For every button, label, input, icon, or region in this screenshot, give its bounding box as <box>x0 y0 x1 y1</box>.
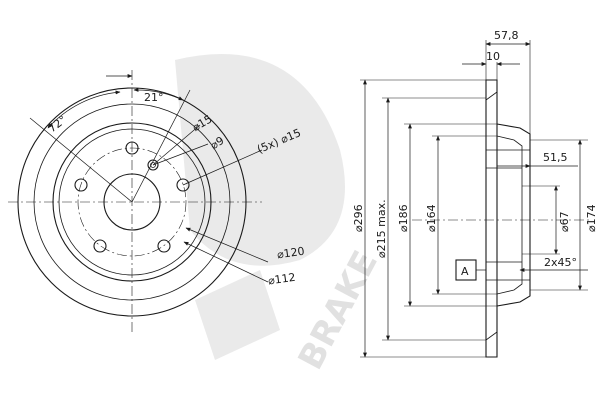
dia-9-leader <box>152 143 209 166</box>
bolt-hole <box>157 239 171 253</box>
angle-21-ray <box>131 89 191 203</box>
dia-112-leader <box>183 241 269 283</box>
friction-ring-inner-edge <box>33 103 231 301</box>
dia-186-label: ⌀186 <box>397 204 410 232</box>
angle-21-label: 21° <box>144 91 164 104</box>
dia-164-label: ⌀164 <box>425 204 438 232</box>
dia-15-leader <box>152 124 201 166</box>
bolt-hole <box>176 178 190 192</box>
dia-120-leader <box>185 227 269 263</box>
angle-72-label: 72° <box>46 113 69 135</box>
center-bore-circle <box>103 173 161 231</box>
dia-112-label: ⌀112 <box>267 271 296 288</box>
watermark-text: BRAKE <box>291 244 386 376</box>
dia-296-label: ⌀296 <box>352 204 365 232</box>
centering-hole <box>147 159 159 171</box>
front-view: 72° 21° ⌀15 ⌀9 (5x) ⌀15 ⌀120 ⌀112 <box>8 70 305 332</box>
drum-inner-profile <box>496 135 523 295</box>
outer-disc-edge <box>17 87 247 317</box>
dim-57-8-label: 57,8 <box>494 29 519 42</box>
hub-outer-circle <box>58 128 206 276</box>
dim-51-5-label: 51,5 <box>543 151 568 164</box>
bolt-hole <box>74 178 88 192</box>
side-view: ⌀296 ⌀215 max. ⌀186 ⌀164 57,8 10 51,5 ⌀6… <box>352 29 598 358</box>
drum-rim-circle <box>52 122 212 282</box>
angle-72-arc <box>47 90 121 129</box>
hatch <box>485 331 498 341</box>
dia-120-label: ⌀120 <box>276 245 305 262</box>
centering-hole-inner <box>150 162 156 168</box>
chamfer-label: 2x45° <box>544 256 577 269</box>
bolt-pitch-circle <box>77 147 187 257</box>
datum-a-label: A <box>461 265 469 278</box>
disc-flange <box>485 79 498 358</box>
angle-21-arc <box>133 87 184 101</box>
angle-72-ray <box>29 117 133 203</box>
holes-leader <box>182 149 263 186</box>
dim-10-label: 10 <box>486 50 500 63</box>
dia-67-label: ⌀67 <box>558 211 571 232</box>
drum-outer-profile <box>496 123 531 307</box>
dia-9-label: ⌀9 <box>208 134 226 152</box>
bolt-holes <box>74 141 190 253</box>
dia-174-label: ⌀174 <box>585 204 598 232</box>
bolt-hole <box>125 141 139 155</box>
bolt-hole <box>93 239 107 253</box>
hatch <box>485 91 498 101</box>
dia-215-label: ⌀215 max. <box>375 199 388 258</box>
